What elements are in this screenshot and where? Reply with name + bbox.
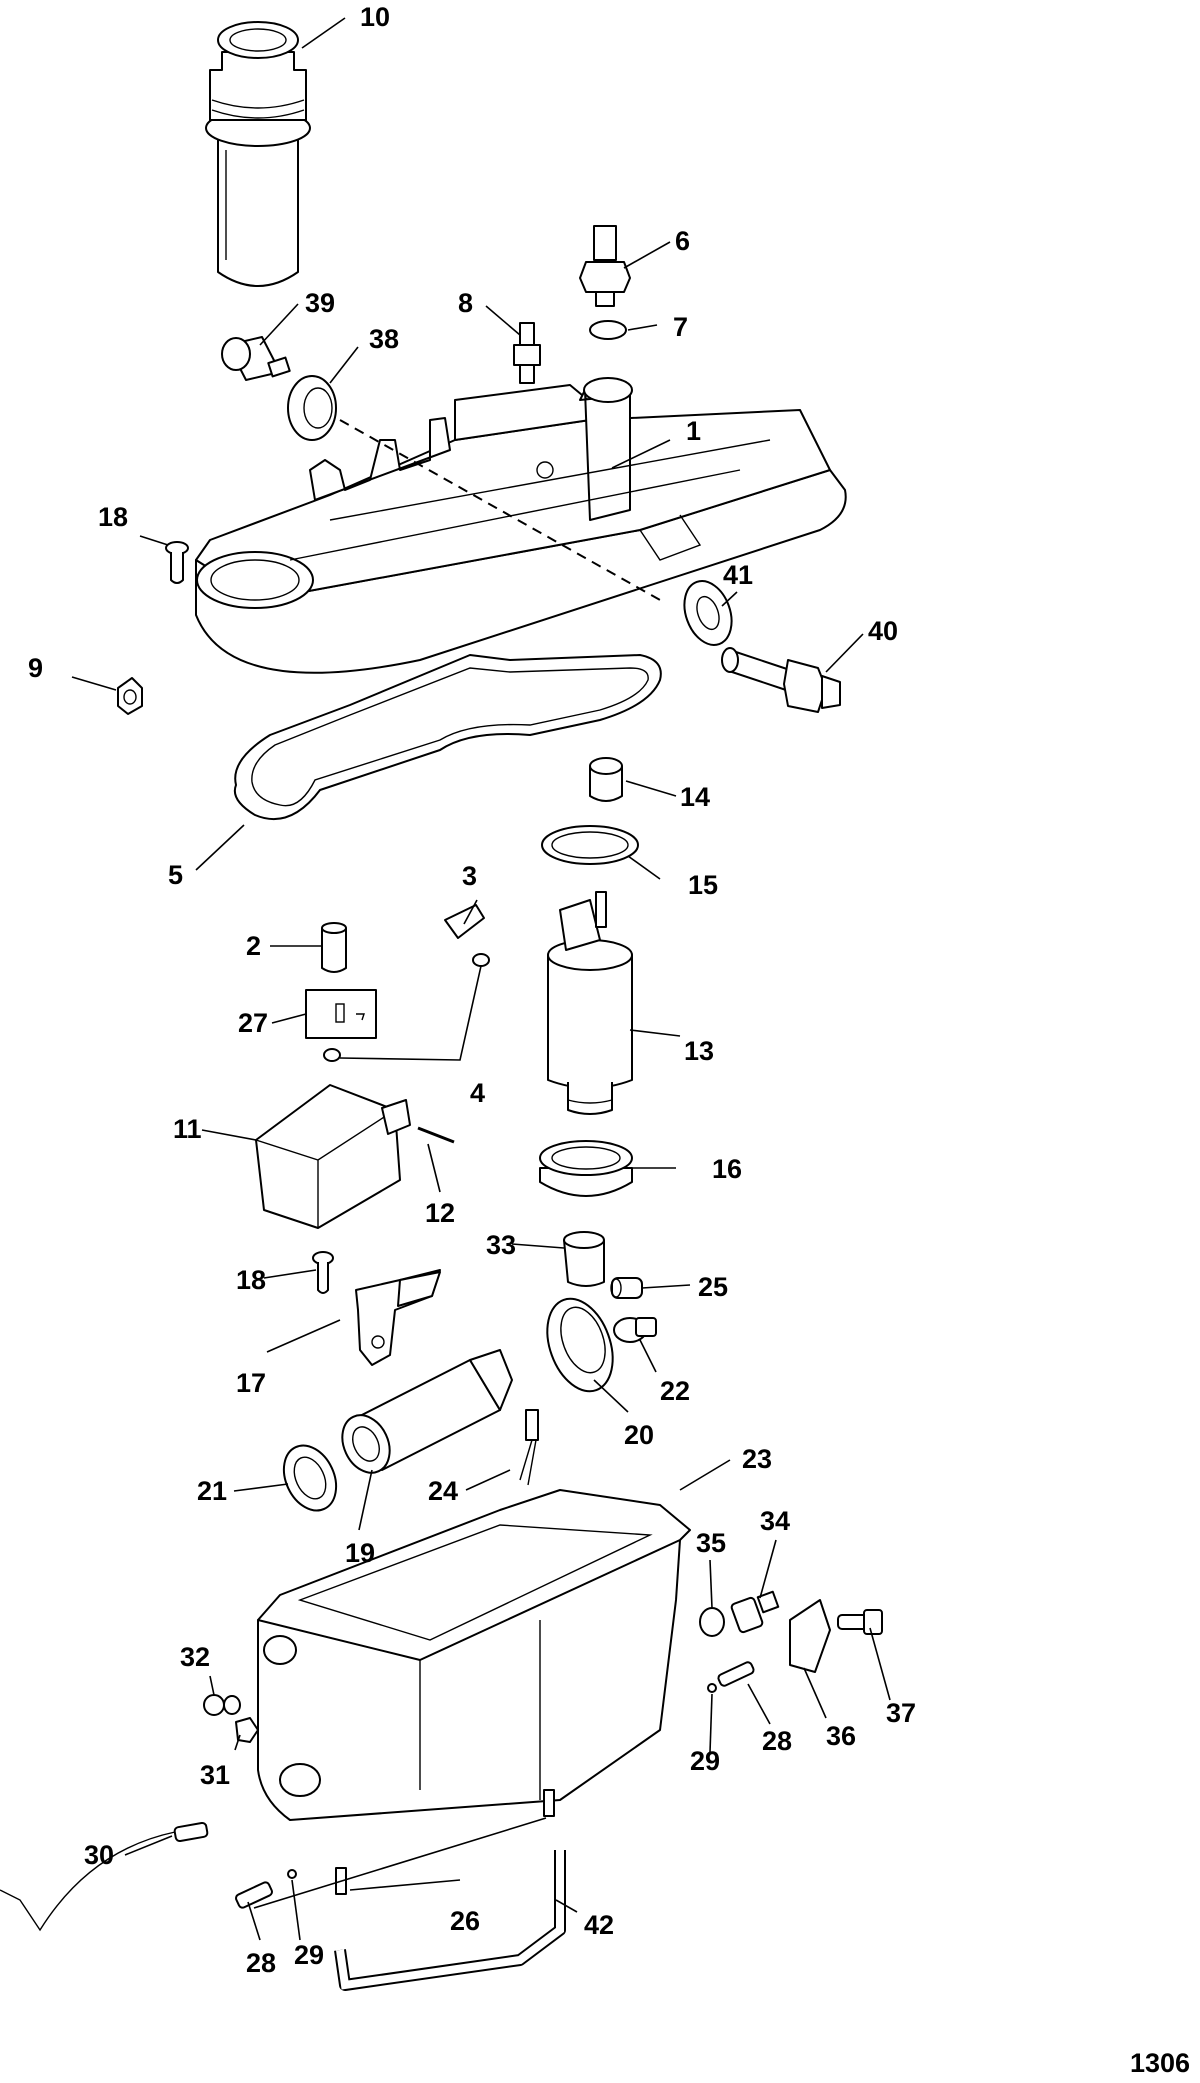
callout-label: 34 [760,1506,790,1536]
callout-label: 41 [723,560,753,590]
part-pump-19 [341,1349,513,1474]
part-fitting-22 [613,1317,657,1343]
part-fitting-25 [610,1277,643,1299]
part-oring-15 [541,825,639,865]
callout-label: 21 [197,1476,227,1506]
part-hose-42-core [336,1850,564,1990]
callout-label: 33 [486,1230,516,1260]
callout-label: 22 [660,1376,690,1406]
part-ring-16 [539,1140,633,1197]
part-oring-35 [699,1607,725,1637]
part-clip-36 [789,1599,831,1673]
part-fitting-31 [235,1717,259,1743]
part-fitting-28-left [235,1869,297,1909]
part-bushing-14 [589,757,623,802]
callout-labels: 10 6 8 39 7 38 1 18 41 40 9 14 5 15 3 2 … [28,2,916,1978]
part-bolt-40 [721,647,841,713]
callout-label: 18 [236,1265,266,1295]
part-sensor-30 [0,1821,209,1932]
callout-label: 2 [246,931,261,961]
part-ring-20 [546,1297,614,1393]
callout-label: 17 [236,1368,266,1398]
part-ring-21 [282,1444,338,1512]
callout-label: 19 [345,1538,375,1568]
part-screw-18-bottom [312,1251,334,1294]
callout-label: 1 [686,416,701,446]
callout-label: 25 [698,1272,728,1302]
callout-label: 11 [173,1114,202,1144]
callout-label: 28 [246,1948,276,1978]
part-sleeve-33 [563,1231,605,1287]
part-fuel-pump-13 [547,891,633,1115]
callout-label: 24 [428,1476,458,1506]
callout-label: 36 [826,1721,856,1751]
callout-label: 10 [360,2,390,32]
part-filter-cartridge [205,21,311,287]
part-bolt-37 [837,1609,883,1635]
callout-label: 39 [305,288,335,318]
callout-label: 35 [696,1528,726,1558]
callout-label: 23 [742,1444,772,1474]
callout-label: 6 [675,226,690,256]
part-washer-41 [683,580,733,646]
callout-label: 3 [462,861,477,891]
part-connector-2 [321,922,347,973]
callout-label: 31 [200,1760,230,1790]
callout-label: 9 [28,653,43,683]
callout-label: 12 [425,1198,455,1228]
callout-label: 15 [688,870,718,900]
part-oring-7 [589,320,627,340]
callout-label: 42 [584,1910,614,1940]
callout-label: 13 [684,1036,714,1066]
part-housing-23 [257,1489,691,1821]
part-screw-18-top [165,541,189,584]
part-gasket-5 [233,654,662,821]
callout-label: 38 [369,324,399,354]
part-kit-27 [305,989,377,1039]
callout-label: 14 [680,782,710,812]
callout-label: 5 [168,860,183,890]
figure-number: 1306 [1130,2048,1190,2078]
callout-label: 28 [762,1726,792,1756]
part-plug-39 [221,336,291,381]
part-grommet-38 [287,375,337,441]
callout-label: 8 [458,288,473,318]
callout-label: 30 [84,1840,114,1870]
part-nut-32 [203,1694,241,1716]
part-module-11 [255,1084,411,1229]
part-sensor-24 [519,1409,539,1486]
callout-label: 18 [98,502,128,532]
callout-label: 29 [294,1940,324,1970]
part-fitting-28-right [707,1661,755,1693]
callout-label: 29 [690,1746,720,1776]
part-nut-9 [117,677,143,715]
part-bracket-17 [355,1269,441,1366]
part-top-cover [195,377,847,674]
callout-label: 7 [673,312,688,342]
part-fitting-6 [579,225,631,307]
part-pin-12 [417,1126,455,1144]
callout-label: 20 [624,1420,654,1450]
callout-label: 4 [470,1078,485,1108]
leader-lines [71,17,891,1941]
callout-label: 40 [868,616,898,646]
callout-label: 26 [450,1906,480,1936]
callout-label: 37 [886,1698,916,1728]
part-valve-8 [513,322,541,384]
callout-label: 32 [180,1642,210,1672]
callout-label: 16 [712,1154,742,1184]
callout-label: 27 [238,1008,268,1038]
part-fitting-34 [730,1590,780,1634]
